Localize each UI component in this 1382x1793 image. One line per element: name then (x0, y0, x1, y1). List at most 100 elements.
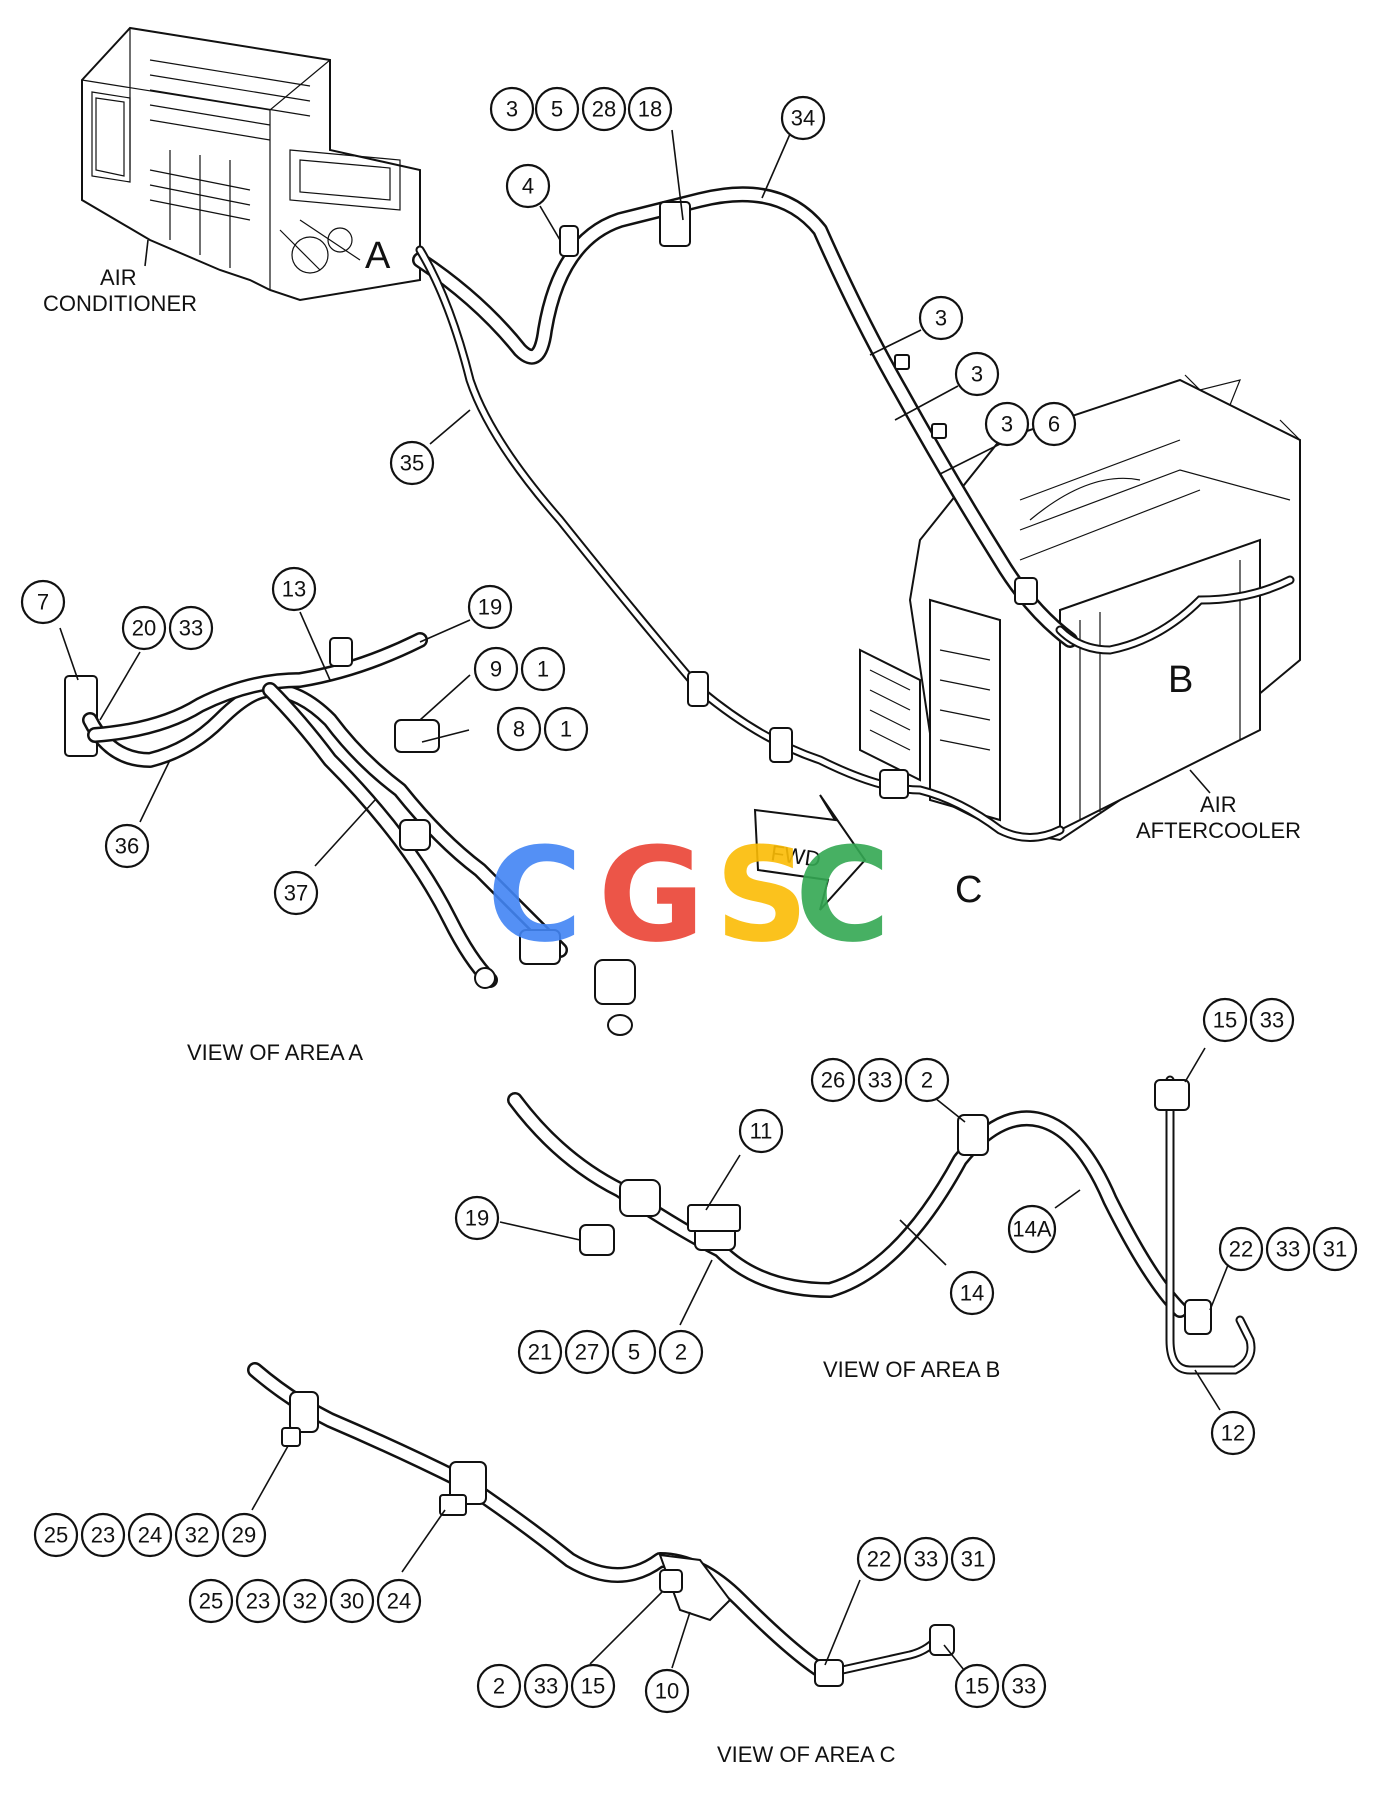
view-area-b-caption: VIEW OF AREA B (823, 1357, 1000, 1382)
callout-bubble: 3 (489, 86, 535, 132)
watermark-letter-g: G (598, 819, 705, 971)
callout-a-9-1: 9 1 (473, 646, 566, 692)
callout-bubble: 24 (376, 1578, 422, 1624)
area-b-marker: B (1168, 659, 1193, 701)
callout-number: 28 (592, 97, 616, 122)
callout-bubble: 5 (534, 86, 580, 132)
callout-bubble: 18 (627, 86, 673, 132)
callout-bubble: 29 (221, 1512, 267, 1558)
callout-c-25-23-24-32-29: 25 23 24 32 29 (33, 1512, 267, 1558)
callout-bubble: 23 (235, 1578, 281, 1624)
view-area-c-caption: VIEW OF AREA C (717, 1742, 896, 1767)
air-aftercooler-unit (859, 374, 1301, 842)
callout-number: 2 (921, 1068, 933, 1093)
callout-number: 33 (1276, 1237, 1300, 1262)
callout-b-22-33-31: 22 33 31 (1218, 1226, 1358, 1272)
callout-a-13: 13 (271, 566, 317, 612)
callout-number: 11 (750, 1119, 773, 1144)
callout-a-8-1: 8 1 (496, 706, 589, 752)
callout-c-25-23-32-30-24: 25 23 32 30 24 (188, 1578, 422, 1624)
callout-number: 9 (490, 657, 502, 682)
callout-number: 7 (37, 590, 49, 615)
air-conditioner-unit (81, 26, 421, 302)
callout-number: 14A (1012, 1217, 1051, 1242)
watermark-letter-c-2: C (795, 819, 890, 971)
callout-a-7: 7 (20, 579, 66, 625)
callout-number: 2 (493, 1674, 505, 1699)
callout-bubble: 15 (954, 1663, 1000, 1709)
callout-number: 19 (465, 1206, 489, 1231)
callout-bubble: 13 (271, 566, 317, 612)
callout-bubble: 4 (505, 163, 551, 209)
callout-bubble: 22 (856, 1536, 902, 1582)
callout-number: 35 (400, 451, 424, 476)
callout-bubble: 15 (1202, 997, 1248, 1043)
callout-number: 23 (246, 1589, 270, 1614)
air-aftercooler-label-2: AFTERCOOLER (1136, 818, 1301, 843)
callout-bubble: 21 (517, 1329, 563, 1375)
callout-number: 22 (867, 1547, 891, 1572)
callout-bubble: 25 (188, 1578, 234, 1624)
air-conditioner-label-2: CONDITIONER (43, 291, 197, 316)
area-a-marker: A (365, 235, 391, 277)
callout-b-14A: 14A (1007, 1204, 1057, 1254)
callout-number: 21 (528, 1340, 552, 1365)
callout-bubble: 33 (857, 1057, 903, 1103)
callout-number: 32 (185, 1523, 209, 1548)
view-c-hoses (247, 1362, 955, 1687)
callout-bubble: 31 (1312, 1226, 1358, 1272)
callout-bubble: 26 (810, 1057, 856, 1103)
callout-top-3b: 3 (954, 351, 1000, 397)
callout-top-34: 34 (780, 95, 826, 141)
callout-b-11: 11 (738, 1108, 784, 1154)
callout-number: 1 (537, 657, 549, 682)
callout-number: 1 (560, 717, 572, 742)
callout-bubble: 3 (984, 401, 1030, 447)
callout-top-4: 4 (505, 163, 551, 209)
callout-number: 15 (1213, 1008, 1237, 1033)
callout-number: 31 (961, 1547, 985, 1572)
callout-bubble: 11 (738, 1108, 784, 1154)
callout-c-10: 10 (644, 1668, 690, 1714)
callout-bubble: 36 (104, 823, 150, 869)
callout-bubble: 1 (520, 646, 566, 692)
leader-lines (59, 129, 1231, 1671)
callout-top-3-5-28-18: 3 5 28 18 (489, 86, 673, 132)
callout-number: 14 (960, 1281, 984, 1306)
view-area-a-caption: VIEW OF AREA A (187, 1040, 363, 1065)
callout-top-3a: 3 (918, 295, 964, 341)
watermark-letter-s: S (715, 819, 809, 971)
callout-c-15-33: 15 33 (954, 1663, 1047, 1709)
callout-number: 3 (506, 97, 518, 122)
callout-bubble: 32 (282, 1578, 328, 1624)
callout-bubble: 27 (564, 1329, 610, 1375)
air-conditioner-label: AIR (100, 265, 137, 290)
hose-34 (412, 186, 1078, 648)
callout-bubble: 28 (581, 86, 627, 132)
callout-bubble: 31 (950, 1536, 996, 1582)
callout-bubble: 10 (644, 1668, 690, 1714)
callout-number: 3 (1001, 412, 1013, 437)
callout-a-36: 36 (104, 823, 150, 869)
callout-number: 29 (232, 1523, 256, 1548)
callout-bubble: 15 (570, 1663, 616, 1709)
callout-number: 10 (655, 1679, 679, 1704)
area-c-marker: C (955, 869, 982, 911)
callout-number: 12 (1221, 1421, 1245, 1446)
callout-number: 34 (791, 106, 815, 131)
callout-bubble: 24 (127, 1512, 173, 1558)
callout-number: 31 (1323, 1237, 1347, 1262)
callout-bubble: 23 (80, 1512, 126, 1558)
callout-number: 33 (914, 1547, 938, 1572)
hose-35 (415, 245, 1065, 842)
callout-c-22-33-31: 22 33 31 (856, 1536, 996, 1582)
callout-number: 24 (387, 1589, 411, 1614)
callout-bubble: 2 (476, 1663, 522, 1709)
callout-number: 5 (628, 1340, 640, 1365)
callout-number: 19 (478, 595, 502, 620)
callout-number: 33 (868, 1068, 892, 1093)
callout-number: 13 (282, 577, 306, 602)
callout-number: 24 (138, 1523, 162, 1548)
callout-bubble: 1 (543, 706, 589, 752)
callout-bubble: 2 (904, 1057, 950, 1103)
